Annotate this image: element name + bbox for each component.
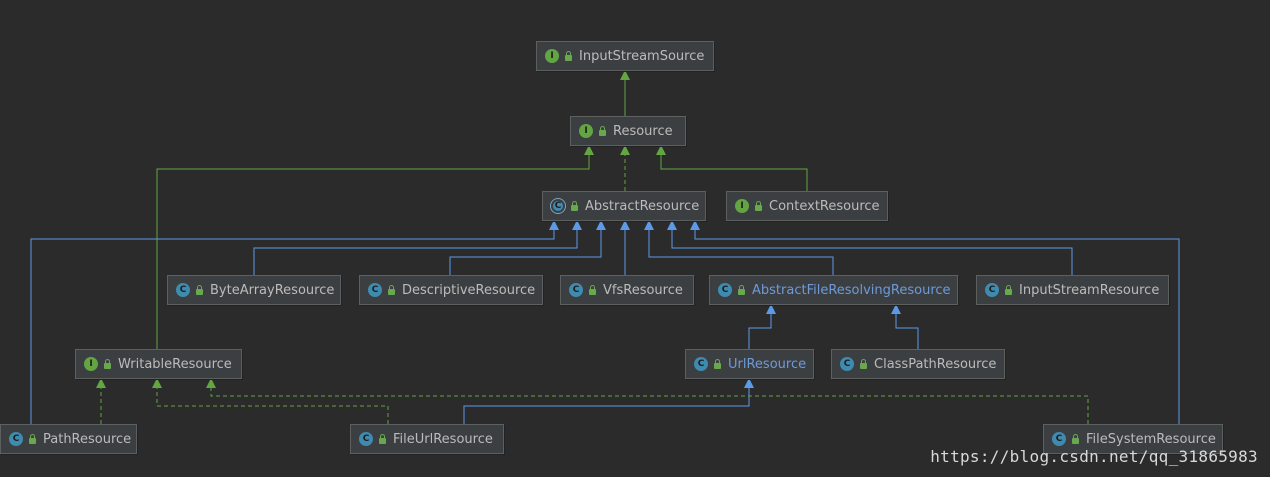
public-visibility-icon — [1005, 284, 1012, 295]
edge-filesystemresource-to-abstractresource — [690, 220, 1180, 424]
class-icon: C — [985, 283, 999, 297]
class-icon: C — [840, 357, 854, 371]
public-visibility-icon — [196, 284, 203, 295]
node-label: ContextResource — [769, 198, 880, 214]
node-label: UrlResource — [728, 356, 807, 372]
node-label: AbstractFileResolvingResource — [752, 282, 951, 298]
public-visibility-icon — [738, 284, 745, 295]
edge-classpathresource-to-abstractfileresolvingresource — [891, 304, 919, 349]
node-descriptive-resource[interactable]: C DescriptiveResource — [359, 275, 543, 305]
public-visibility-icon — [29, 433, 36, 444]
edge-filesystemresource-to-writableresource — [206, 378, 1089, 424]
node-abstract-file-resolving-resource[interactable]: C AbstractFileResolvingResource — [709, 275, 958, 305]
node-input-stream-source[interactable]: I InputStreamSource — [536, 41, 714, 71]
public-visibility-icon — [571, 200, 578, 211]
node-label: ByteArrayResource — [210, 282, 335, 298]
node-label: FileSystemResource — [1086, 431, 1216, 447]
public-visibility-icon — [1072, 433, 1079, 444]
node-byte-array-resource[interactable]: C ByteArrayResource — [167, 275, 341, 305]
public-visibility-icon — [860, 358, 867, 369]
public-visibility-icon — [388, 284, 395, 295]
node-label: InputStreamResource — [1019, 282, 1160, 298]
node-file-url-resource[interactable]: C FileUrlResource — [350, 424, 504, 454]
node-label: WritableResource — [118, 356, 232, 372]
node-input-stream-resource[interactable]: C InputStreamResource — [976, 275, 1169, 305]
node-label: Resource — [613, 123, 673, 139]
node-context-resource[interactable]: I ContextResource — [726, 191, 888, 221]
node-label: AbstractResource — [585, 198, 700, 214]
public-visibility-icon — [714, 358, 721, 369]
class-icon: C — [176, 283, 190, 297]
node-writable-resource[interactable]: I WritableResource — [75, 349, 242, 379]
edge-urlresource-to-abstractfileresolvingresource — [748, 304, 776, 349]
edge-fileurlresource-to-writableresource — [152, 378, 389, 424]
node-label: ClassPathResource — [874, 356, 997, 372]
node-vfs-resource[interactable]: C VfsResource — [560, 275, 694, 305]
node-abstract-resource[interactable]: C AbstractResource — [542, 191, 706, 221]
edge-inputstreamresource-to-abstractresource — [667, 220, 1073, 275]
node-label: PathResource — [43, 431, 132, 447]
node-label: InputStreamSource — [579, 48, 705, 64]
watermark: https://blog.csdn.net/qq_31865983 — [930, 447, 1258, 466]
edge-contextresource-to-resource — [656, 145, 808, 191]
node-class-path-resource[interactable]: C ClassPathResource — [831, 349, 1005, 379]
interface-icon: I — [545, 49, 559, 63]
edge-bytearrayresource-to-abstractresource — [253, 220, 582, 275]
class-icon: C — [569, 283, 583, 297]
interface-icon: I — [579, 124, 593, 138]
class-icon: C — [9, 432, 23, 446]
edge-writableresource-to-resource — [156, 145, 594, 349]
class-icon: C — [551, 199, 565, 213]
class-icon: C — [694, 357, 708, 371]
edge-abstractfileresolvingresource-to-abstractresource — [644, 220, 834, 275]
node-file-system-resource[interactable]: C FileSystemResource — [1043, 424, 1223, 454]
class-icon: C — [718, 283, 732, 297]
public-visibility-icon — [599, 125, 606, 136]
public-visibility-icon — [755, 200, 762, 211]
node-label: DescriptiveResource — [402, 282, 536, 298]
interface-icon: I — [84, 357, 98, 371]
edge-pathresource-to-abstractresource — [30, 220, 559, 424]
class-icon: C — [368, 283, 382, 297]
interface-icon: I — [735, 199, 749, 213]
edge-fileurlresource-to-urlresource — [463, 378, 754, 424]
node-resource[interactable]: I Resource — [570, 116, 686, 146]
public-visibility-icon — [589, 284, 596, 295]
public-visibility-icon — [565, 50, 572, 61]
public-visibility-icon — [104, 358, 111, 369]
edge-descriptiveresource-to-abstractresource — [449, 220, 606, 275]
node-url-resource[interactable]: C UrlResource — [685, 349, 814, 379]
node-path-resource[interactable]: C PathResource — [0, 424, 137, 454]
class-icon: C — [359, 432, 373, 446]
class-icon: C — [1052, 432, 1066, 446]
node-label: FileUrlResource — [393, 431, 493, 447]
public-visibility-icon — [379, 433, 386, 444]
node-label: VfsResource — [603, 282, 683, 298]
